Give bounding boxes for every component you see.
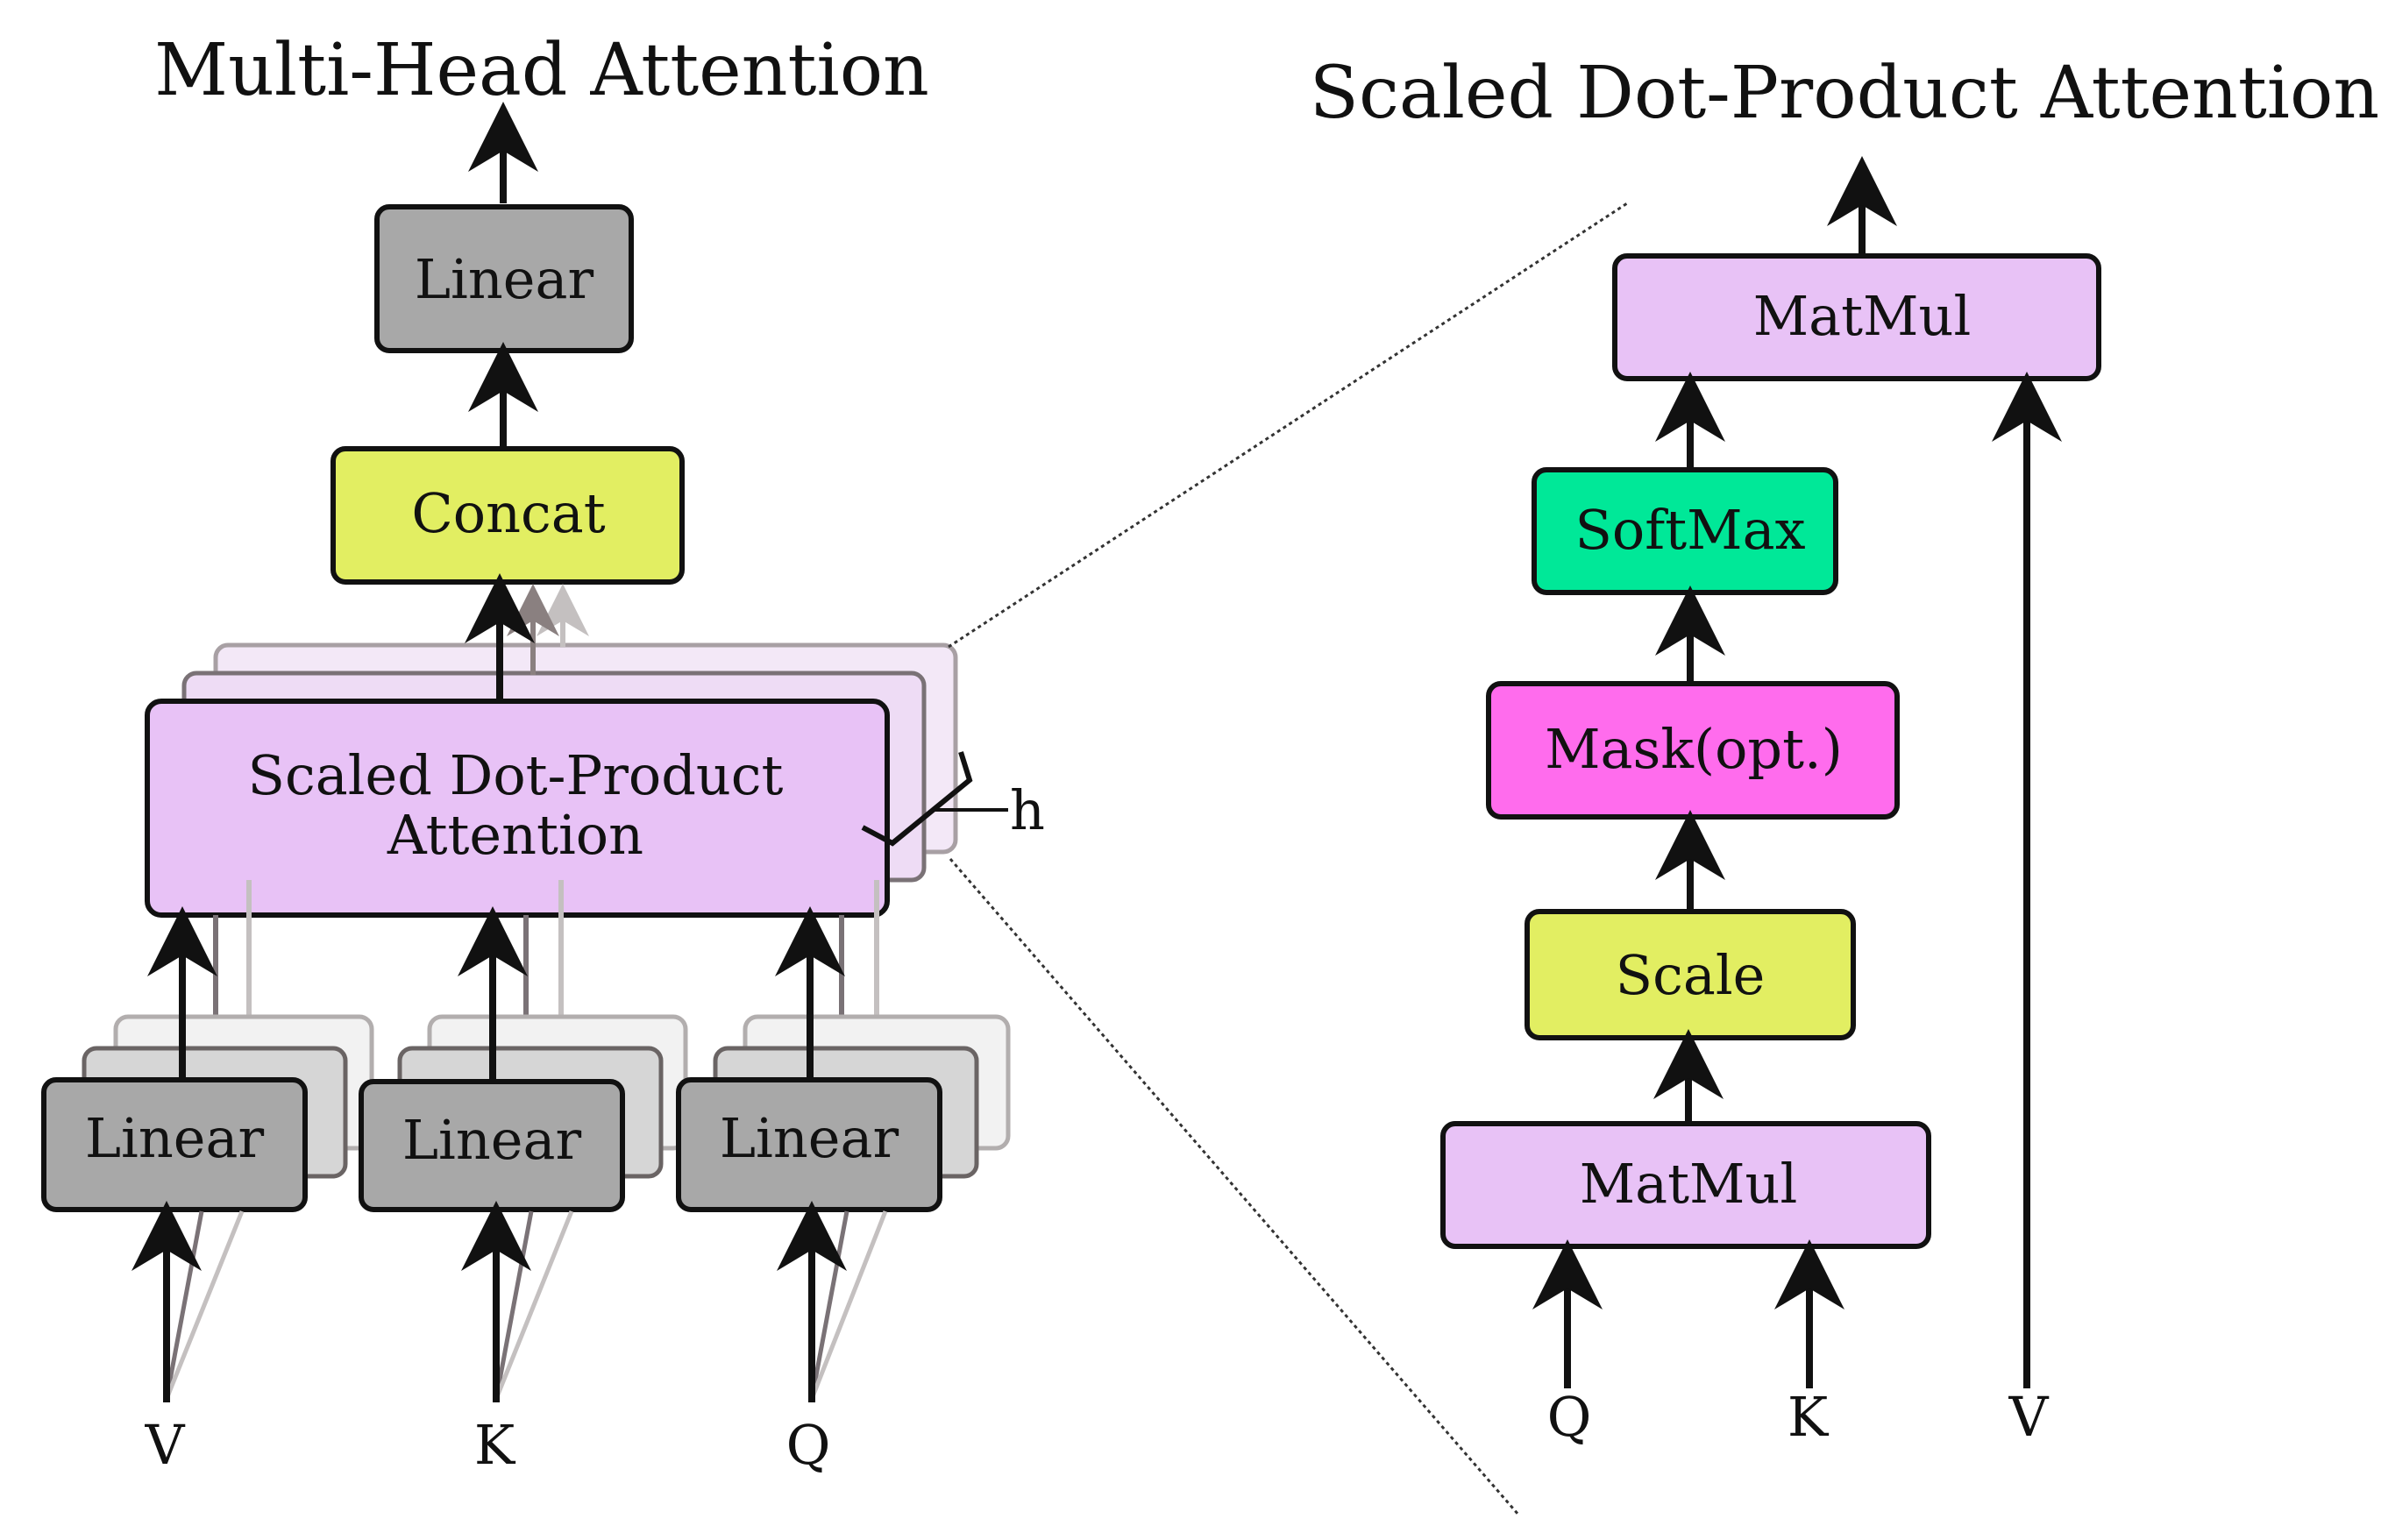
matmul-top-label: MatMul xyxy=(1753,284,1972,348)
input-k-label: K xyxy=(474,1413,516,1477)
mask-box: Mask(opt.) xyxy=(1486,681,1900,820)
sdpa-input-q-label: Q xyxy=(1547,1385,1592,1449)
linear-stack-k: Linear xyxy=(359,1014,688,1212)
softmax-box: SoftMax xyxy=(1532,467,1838,595)
scaled-dot-product-attention-title: Scaled Dot-Product Attention xyxy=(1310,52,2379,135)
input-q-label: Q xyxy=(786,1413,831,1477)
multi-head-attention-panel: Multi-Head Attention Linear Concat Scale… xyxy=(41,29,1628,1515)
linear-stack-v: Linear xyxy=(41,1014,374,1212)
output-linear-label: Linear xyxy=(415,247,594,311)
linear-stack-q: Linear xyxy=(676,1014,1011,1212)
output-linear-box: Linear xyxy=(374,204,634,353)
matmul-bottom-label: MatMul xyxy=(1580,1152,1798,1216)
zoom-guide-top xyxy=(948,202,1628,649)
matmul-bottom-box: MatMul xyxy=(1440,1121,1931,1249)
scale-label: Scale xyxy=(1616,943,1766,1007)
matmul-top-box: MatMul xyxy=(1612,253,2101,381)
linear-v-label: Linear xyxy=(85,1106,265,1170)
concat-label: Concat xyxy=(411,481,605,545)
mask-label: Mask(opt.) xyxy=(1545,717,1843,781)
zoom-guide-bottom xyxy=(949,858,1520,1515)
heads-count-label: h xyxy=(1010,778,1045,842)
attention-label-line2: Attention xyxy=(387,803,643,867)
multi-head-attention-title: Multi-Head Attention xyxy=(154,29,929,112)
concat-box: Concat xyxy=(330,446,685,585)
sdpa-input-v-label: V xyxy=(2008,1385,2050,1449)
input-v-label: V xyxy=(145,1413,186,1477)
softmax-label: SoftMax xyxy=(1574,498,1805,562)
scaled-dot-product-attention-box: Scaled Dot-Product Attention xyxy=(145,699,890,918)
linear-k-label: Linear xyxy=(402,1108,582,1172)
heads-bracket: h xyxy=(861,751,1045,847)
linear-q-label: Linear xyxy=(720,1106,899,1170)
scaled-dot-product-attention-panel: Scaled Dot-Product Attention MatMul Soft… xyxy=(1310,52,2379,1449)
sdpa-input-k-label: K xyxy=(1788,1385,1830,1449)
input-fan-lines xyxy=(164,1210,888,1400)
scale-box: Scale xyxy=(1525,909,1856,1040)
attention-label-line1: Scaled Dot-Product xyxy=(248,743,784,807)
